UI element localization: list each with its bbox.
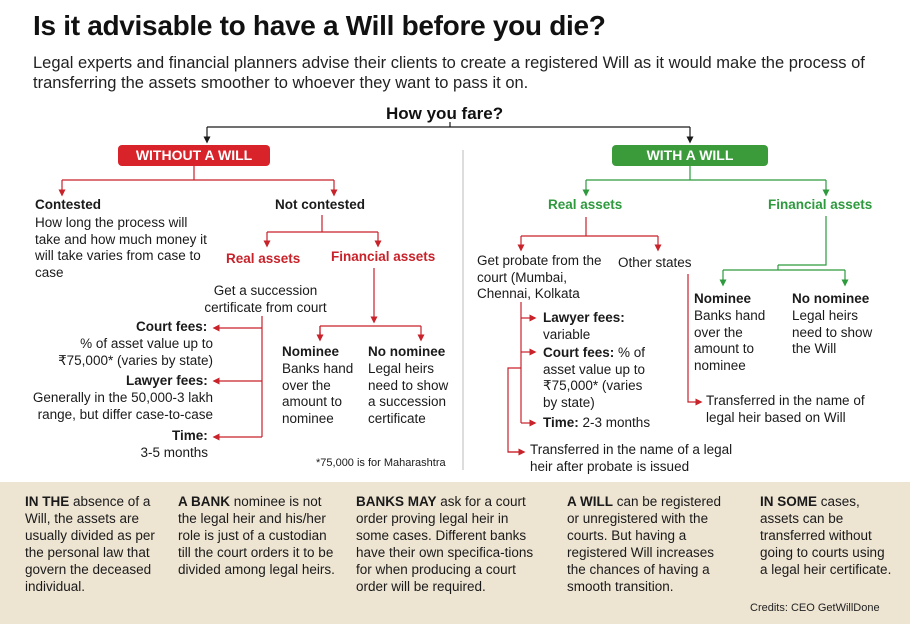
without-real-assets: Real assets [226,251,301,266]
footer-note-4-lead: A WILL [567,494,613,509]
without-will-label: WITHOUT A WILL [118,145,270,166]
without-time-text: 3-5 months [140,445,208,460]
with-real-assets: Real assets [548,197,623,212]
footer-note-1: IN THE absence of a Will, the assets are… [25,493,160,595]
with-no-nominee-title: No nominee [792,291,870,306]
with-lawyer-fees-label: Lawyer fees: [543,310,625,325]
transferred-based-on-will: Transferred in the name of legal heir ba… [706,393,865,425]
page-title: Is it advisable to have a Will before yo… [33,10,606,41]
footer-note-1-lead: IN THE [25,494,70,509]
with-court-fees-label: Court fees: [543,345,615,360]
without-time-label: Time: [172,428,208,443]
footer-panel [0,482,910,624]
contested-text: How long the process will take and how m… [35,215,207,280]
footer-note-5-text: cases, assets can be transferred without… [760,494,892,577]
contested-title: Contested [35,197,102,212]
footer-note-3-text: ask for a court order proving legal heir… [356,494,534,594]
footer-note-5: IN SOME cases, assets can be transferred… [760,493,892,578]
credits: Credits: CEO GetWillDone [750,602,880,614]
with-nominee-title: Nominee [694,291,752,306]
with-time: Time: 2-3 months [543,415,650,432]
without-lawyer-fees-text: Generally in the 50,000-3 lakh range, bu… [32,390,213,422]
footer-note-1-text: absence of a Will, the assets are usuall… [25,494,155,594]
succession-certificate: Get a succession certificate from court [204,283,327,315]
with-time-text: 2-3 months [582,415,651,430]
without-nominee-title: Nominee [282,344,340,359]
without-court-fees-label: Court fees: [136,319,208,334]
footnote: *75,000 is for Maharashtra [316,457,446,469]
footer-note-3: BANKS MAY ask for a court order proving … [356,493,538,595]
footer-note-2-text: nominee is not the legal heir and his/he… [178,494,335,577]
footer-note-4-text: can be registered or unregistered with t… [567,494,722,594]
footer-note-2: A BANK nominee is not the legal heir and… [178,493,338,578]
not-contested-title: Not contested [275,197,366,212]
with-lawyer-fees-text: variable [543,327,591,342]
without-court-fees-text: % of asset value up to ₹75,000* (varies … [58,336,213,368]
question-heading: How you fare? [386,104,504,123]
without-no-nominee-text: Legal heirs need to show a succession ce… [368,361,449,426]
with-will-label: WITH A WILL [612,145,768,166]
without-no-nominee-title: No nominee [368,344,446,359]
probate-text: Get probate from the court (Mumbai, Chen… [477,253,602,301]
other-states: Other states [618,255,692,270]
with-no-nominee-text: Legal heirs need to show the Will [792,308,873,356]
footer-note-2-lead: A BANK [178,494,230,509]
footer-note-4: A WILL can be registered or unregistered… [567,493,725,595]
transferred-after-probate: Transferred in the name of a legal heir … [530,442,733,474]
with-time-label: Time: [543,415,579,430]
page-subtitle: Legal experts and financial planners adv… [33,54,865,92]
without-financial-assets: Financial assets [331,249,436,264]
without-lawyer-fees-label: Lawyer fees: [126,373,208,388]
footer-note-5-lead: IN SOME [760,494,818,509]
with-court-fees-text: % of asset value up to ₹75,000* (varies … [543,345,646,410]
with-court-fees: Court fees: % of asset value up to ₹75,0… [543,345,653,411]
footer-note-3-lead: BANKS MAY [356,494,437,509]
with-nominee-text: Banks hand over the amount to nominee [694,308,766,373]
with-financial-assets: Financial assets [768,197,873,212]
without-nominee-text: Banks hand over the amount to nominee [282,361,354,426]
